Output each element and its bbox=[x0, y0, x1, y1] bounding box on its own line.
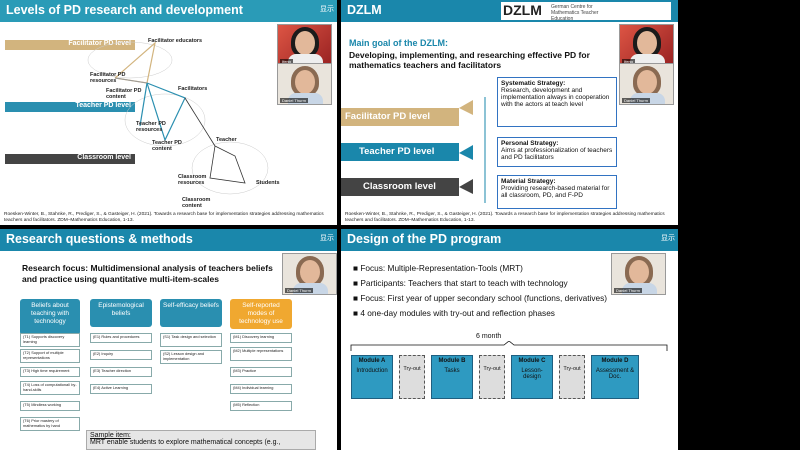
bullet-item: ■ Focus: Multiple-Representation-Tools (… bbox=[353, 263, 523, 273]
classroom-level-bar: Classroom level bbox=[5, 154, 135, 164]
scale-item: (T5) Mindless working bbox=[20, 401, 80, 411]
classroom-level-bar: Classroom level bbox=[341, 178, 459, 196]
shared-screen-pane-1[interactable]: Levels of PD research and development 显示… bbox=[0, 0, 337, 225]
participant-name: Daniel Thurm bbox=[622, 98, 650, 103]
pane-controls-icon[interactable]: 显示 bbox=[320, 6, 334, 13]
participant-video[interactable]: Daniel Thurm bbox=[611, 253, 666, 295]
scale-item: (T6) Prior mastery of mathematics by han… bbox=[20, 417, 80, 431]
column-head-technology-use: Self-reported modes of technology use bbox=[230, 299, 292, 329]
dzlm-logo: DZLM German Centre for Mathematics Teach… bbox=[501, 2, 671, 22]
participant-video-1[interactable]: Ifeng bbox=[277, 24, 332, 66]
shared-screen-pane-4[interactable]: Design of the PD program 显示 ■ Focus: Mul… bbox=[341, 229, 678, 450]
module-d: Module D Assessment & Doc. bbox=[591, 355, 639, 399]
personal-strategy-box: Personal Strategy: Aims at professionali… bbox=[497, 137, 617, 167]
label-facilitator-educators: Facilitator educators bbox=[148, 38, 203, 44]
systematic-strategy-box: Systematic Strategy: Research, developme… bbox=[497, 77, 617, 127]
citation: Roesken-Winter, B., Stahnke, R., Predige… bbox=[345, 212, 665, 223]
participant-video-2[interactable]: Daniel Thurm bbox=[619, 63, 674, 105]
label-teacher: Teacher bbox=[216, 137, 237, 143]
scale-item: (T3) High time requirement bbox=[20, 367, 80, 377]
shared-screen-pane-2[interactable]: DZLM DZLM German Centre for Mathematics … bbox=[341, 0, 678, 225]
goal-text: Developing, implementing, and researchin… bbox=[349, 50, 590, 71]
label-facilitators: Facilitators bbox=[178, 86, 208, 92]
scale-item: (E3) Teacher direction bbox=[90, 367, 152, 377]
participant-name: Ifeng bbox=[622, 59, 635, 64]
label-facilitator-pd-content: Facilitator PD content bbox=[106, 88, 142, 100]
scale-item: (T2) Support of multiple representations bbox=[20, 349, 80, 363]
pane-controls-icon[interactable]: 显示 bbox=[661, 235, 675, 242]
teacher-level-bar: Teacher PD level bbox=[341, 143, 459, 161]
label-teacher-pd-content: Teacher PD content bbox=[152, 140, 182, 152]
scale-item: (T4) Loss of computational/ by-hand-skil… bbox=[20, 381, 80, 395]
label-classroom-content: Classroom content bbox=[182, 197, 211, 209]
goal-heading: Main goal of the DZLM: bbox=[349, 38, 448, 48]
tryout-phase: Try-out bbox=[479, 355, 505, 399]
tryout-phase: Try-out bbox=[559, 355, 585, 399]
bullet-item: ■ Participants: Teachers that start to t… bbox=[353, 278, 568, 288]
pd-levels-diagram bbox=[87, 41, 269, 195]
citation: Roesken-Winter, B., Stahnke, R., Predige… bbox=[4, 212, 324, 223]
module-c: Module C Lesson-design bbox=[511, 355, 553, 399]
participant-name: Daniel Thurm bbox=[285, 288, 313, 293]
label-facilitator-pd-resources: Facilitator PD resources bbox=[90, 72, 126, 84]
scale-item: (M1) Discovery learning bbox=[230, 333, 292, 343]
sample-item-box: Sample item: MRT enable students to expl… bbox=[86, 430, 316, 450]
column-head-self-efficacy: Self-efficacy beliefs bbox=[160, 299, 222, 327]
slide-title: Levels of PD research and development bbox=[0, 0, 337, 22]
research-focus: Research focus: Multidimensional analysi… bbox=[22, 263, 273, 284]
scale-item: (M4) Individual learning bbox=[230, 384, 292, 394]
pane-controls-icon[interactable]: 显示 bbox=[320, 235, 334, 242]
shared-screen-pane-3[interactable]: Research questions & methods 显示 Research… bbox=[0, 229, 337, 450]
participant-video-2[interactable]: Daniel Thurm bbox=[277, 63, 332, 105]
scale-item: (S2) Lesson design and implementation bbox=[160, 350, 222, 364]
module-b: Module B Tasks bbox=[431, 355, 473, 399]
facilitator-level-bar: Facilitator PD level bbox=[341, 108, 459, 126]
scale-item: (E1) Rules and procedures bbox=[90, 333, 152, 343]
bullet-item: ■ 4 one-day modules with try-out and ref… bbox=[353, 308, 555, 318]
scale-item: (E2) Inquiry bbox=[90, 350, 152, 360]
timeline-brace bbox=[350, 341, 668, 351]
material-strategy-box: Material Strategy: Providing research-ba… bbox=[497, 175, 617, 209]
participant-video-1[interactable]: Ifeng bbox=[619, 24, 674, 66]
participant-name: Daniel Thurm bbox=[280, 98, 308, 103]
bullet-item: ■ Focus: First year of upper secondary s… bbox=[353, 293, 608, 303]
column-head-beliefs-technology: Beliefs about teaching with technology bbox=[20, 299, 80, 335]
label-students: Students bbox=[256, 180, 280, 186]
scale-item: (M5) Reflection bbox=[230, 401, 292, 411]
scale-item: (T1) Supports discovery learning bbox=[20, 333, 80, 347]
scale-item: (M3) Practice bbox=[230, 367, 292, 377]
participant-video[interactable]: Daniel Thurm bbox=[282, 253, 337, 295]
slide-title: Research questions & methods bbox=[0, 229, 337, 251]
label-classroom-resources: Classroom resources bbox=[178, 174, 207, 186]
level-connectors bbox=[459, 97, 486, 203]
teacher-level-bar: Teacher PD level bbox=[5, 102, 135, 112]
slide-title: Design of the PD program bbox=[341, 229, 678, 251]
label-teacher-pd-resources: Teacher PD resources bbox=[136, 121, 166, 133]
tryout-phase: Try-out bbox=[399, 355, 425, 399]
module-a: Module A Introduction bbox=[351, 355, 393, 399]
scale-item: (E4) Active Learning bbox=[90, 384, 152, 394]
scale-item: (M2) Multiple representations bbox=[230, 347, 292, 361]
facilitator-level-bar: Facilitator PD level bbox=[5, 40, 135, 50]
participant-name: Ifeng bbox=[280, 59, 293, 64]
column-head-epistemological: Epistemological beliefs bbox=[90, 299, 152, 327]
scale-item: (S1) Task design and selection bbox=[160, 333, 222, 347]
timeline-label: 6 month bbox=[476, 333, 502, 340]
participant-name: Daniel Thurm bbox=[614, 288, 642, 293]
